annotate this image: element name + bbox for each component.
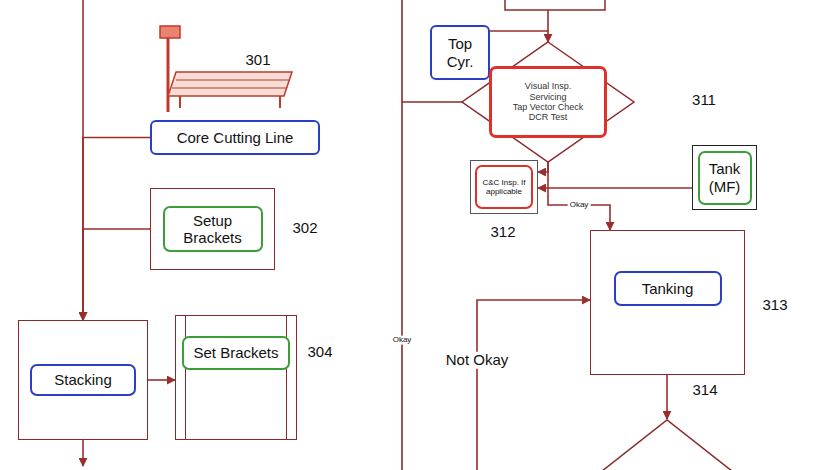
node-text: Servicing <box>529 92 566 102</box>
process-box: Core Cutting Line <box>150 120 320 155</box>
callout-number: 312 <box>488 224 517 241</box>
flow-connector <box>538 162 548 172</box>
branch-label: Okay <box>568 201 591 210</box>
text-box: Visual Insp.ServicingTap Vector CheckDCR… <box>489 66 607 138</box>
callout-number: 302 <box>290 220 319 237</box>
flow-connector <box>490 31 548 42</box>
process-side-line <box>286 316 287 439</box>
input-box: Tank (MF) <box>692 145 757 210</box>
okay-return-line <box>402 101 462 103</box>
node-text: Stacking <box>54 371 112 388</box>
decision-diamond: Visual Insp.ServicingTap Vector CheckDCR… <box>462 42 634 162</box>
callout-number: 314 <box>690 382 719 399</box>
process-box: Tanking <box>590 230 745 375</box>
cutting-machine-icon <box>160 26 292 112</box>
callout-number: 311 <box>690 92 718 109</box>
okay-return-line <box>401 0 403 470</box>
node-text: Core Cutting Line <box>177 129 294 146</box>
node-text: Top Cyr. <box>436 35 484 70</box>
node-text: C&C Insp. If applicable <box>480 178 528 196</box>
incoming-line <box>547 10 549 31</box>
cut-off-box <box>505 0 605 10</box>
branch-label: Okay <box>391 336 414 345</box>
exit-arrow <box>82 440 84 466</box>
text-box: Stacking <box>30 364 136 396</box>
cut-off-diamond <box>597 420 737 470</box>
process-box: Stacking <box>18 320 148 440</box>
flow-connector <box>83 229 150 320</box>
process-side-line <box>185 316 186 439</box>
input-box: Top Cyr. <box>430 25 490 80</box>
node-text: Visual Insp. <box>525 81 571 91</box>
node-text: DCR Test <box>529 112 567 122</box>
node-text: Set Brackets <box>193 344 278 361</box>
node-text: Tank (MF) <box>703 160 747 195</box>
retry-line <box>477 300 590 470</box>
flow-connector <box>83 138 150 321</box>
predefined-process-box: Set Brackets <box>175 315 297 440</box>
callout-number: 304 <box>305 344 334 361</box>
text-box: Setup Brackets <box>163 206 263 252</box>
process-box: Setup Brackets <box>150 188 275 270</box>
text-box: Set Brackets <box>182 336 290 370</box>
down-arrow <box>666 375 668 419</box>
callout-number: 313 <box>760 297 789 314</box>
flow-connector <box>148 379 175 381</box>
inspection-box: C&C Insp. If applicable <box>470 160 538 214</box>
callout-number: 301 <box>243 52 272 69</box>
flow-connector <box>538 187 692 189</box>
text-box: C&C Insp. If applicable <box>475 165 533 209</box>
diamond-shape <box>462 42 634 162</box>
flow-connector <box>548 162 610 230</box>
node-text: Tanking <box>642 280 694 297</box>
node-text: Tap Vector Check <box>513 102 584 112</box>
node-text: Setup Brackets <box>168 212 258 247</box>
text-box: Tanking <box>614 271 722 306</box>
text-box: Tank (MF) <box>698 151 752 205</box>
branch-label: Not Okay <box>444 352 511 369</box>
